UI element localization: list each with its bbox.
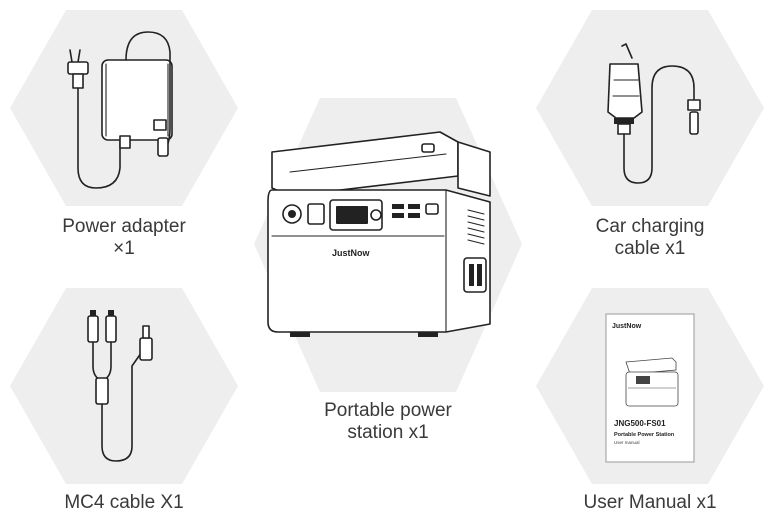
car-charging-cable-icon — [536, 10, 764, 206]
power-adapter-label: Power adapter — [62, 216, 186, 237]
manual-brand: JustNow — [612, 323, 642, 330]
manual-model: JNG500-FS01 — [614, 419, 666, 428]
power-station-item: JustNow Portable power station x1 — [250, 92, 526, 443]
power-station-brand: JustNow — [332, 248, 371, 258]
manual-subtitle: User manual — [614, 440, 640, 445]
car-charging-cable-quantity: cable x1 — [614, 238, 686, 259]
power-adapter-quantity: ×1 — [113, 238, 135, 259]
mc4-cable-label: MC4 cable X1 — [64, 492, 184, 513]
power-station-quantity: station x1 — [347, 422, 429, 443]
user-manual-label: User Manual x1 — [583, 492, 717, 513]
power-adapter-icon — [10, 10, 238, 206]
power-station-icon: JustNow — [254, 98, 522, 392]
mc4-cable-item: MC4 cable X1 — [8, 286, 240, 518]
power-adapter-item: Power adapter ×1 — [8, 8, 240, 259]
user-manual-item: JustNow JNG500-FS01 Portable Power Stati… — [534, 286, 766, 518]
manual-product: Portable Power Station — [614, 432, 675, 438]
car-charging-cable-item: Car charging cable x1 — [534, 8, 766, 259]
power-station-label: Portable power — [324, 400, 452, 421]
user-manual-icon: JustNow JNG500-FS01 Portable Power Stati… — [536, 288, 764, 484]
car-charging-cable-label: Car charging — [595, 216, 705, 237]
mc4-cable-icon — [10, 288, 238, 484]
